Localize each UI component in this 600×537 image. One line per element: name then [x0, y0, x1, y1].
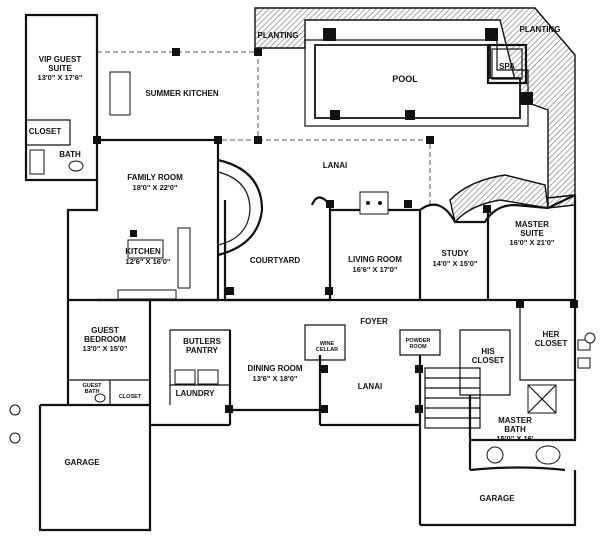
butlers-pantry-label: BUTLERS [183, 337, 221, 346]
room-labels: VIP GUEST SUITE 13'0" X 17'6" CLOSET BAT… [29, 25, 568, 503]
guest-bedroom-label: GUEST [91, 326, 119, 335]
pool [304, 28, 533, 127]
her-closet-label: HER [543, 330, 560, 339]
master-suite-dims: 16'0" X 21'0" [510, 238, 555, 247]
master-suite-label: MASTER [515, 220, 549, 229]
living-room-dims: 16'6" X 17'0" [353, 265, 398, 274]
lanai-front-label: LANAI [358, 382, 382, 391]
study-label: STUDY [441, 249, 469, 258]
pool-label: POOL [392, 74, 418, 84]
fixtures [9, 71, 596, 465]
family-room-label: FAMILY ROOM [127, 173, 183, 182]
pool-deck [254, 7, 576, 224]
vip-guest-suite-label-2: SUITE [48, 64, 72, 73]
family-room-dims: 18'0" X 22'0" [133, 183, 178, 192]
lanai-top-label: LANAI [323, 161, 347, 170]
dining-room-dims: 13'6" X 18'0" [253, 374, 298, 383]
planting-right-label: PLANTING [520, 25, 561, 34]
master-bath-label: MASTER [498, 416, 532, 425]
butlers-pantry-label-2: PANTRY [186, 346, 219, 355]
garage-right-label: GARAGE [479, 494, 515, 503]
master-bath-label-2: BATH [504, 425, 526, 434]
guest-bedroom-dims: 13'0" X 15'0" [83, 344, 128, 353]
her-closet-label-2: CLOSET [535, 339, 568, 348]
spa [486, 43, 528, 85]
kitchen-dims: 12'6" X 16'0" [126, 257, 171, 266]
stairs [424, 367, 481, 429]
powder-room-label-2: ROOM [409, 344, 427, 350]
guest-bath-label-2: BATH [85, 389, 100, 395]
master-bath-dims: 15'0" X 16' [496, 434, 533, 443]
outer-walls [24, 13, 577, 532]
study-dims: 14'0" X 15'0" [433, 259, 478, 268]
courtyard-label: COURTYARD [250, 256, 301, 265]
garage-left-label: GARAGE [64, 458, 100, 467]
his-closet-label: HIS [481, 347, 495, 356]
guest-closet-label: CLOSET [119, 394, 142, 400]
his-closet-label-2: CLOSET [472, 356, 505, 365]
vip-guest-suite-dims: 13'0" X 17'6" [38, 73, 83, 82]
vip-closet-label: CLOSET [29, 127, 62, 136]
living-room-label: LIVING ROOM [348, 255, 402, 264]
vip-guest-suite-label: VIP GUEST [39, 55, 82, 64]
planting-left-label: PLANTING [258, 31, 299, 40]
columns [93, 48, 578, 413]
summer-kitchen-label: SUMMER KITCHEN [145, 89, 219, 98]
foyer-label: FOYER [360, 317, 388, 326]
wine-cellar-label: WINE [320, 341, 335, 347]
spa-label: SPA [499, 62, 515, 71]
guest-bedroom-label-2: BEDROOM [84, 335, 126, 344]
dining-room-label: DINING ROOM [247, 364, 302, 373]
powder-room-label: POWDER [406, 338, 431, 344]
master-suite-label-2: SUITE [520, 229, 544, 238]
laundry-label: LAUNDRY [176, 389, 215, 398]
wine-cellar-label-2: CELLAR [316, 347, 338, 353]
kitchen-label: KITCHEN [125, 247, 161, 256]
vip-bath-label: BATH [59, 150, 81, 159]
guest-bath-label: GUEST [83, 383, 103, 389]
